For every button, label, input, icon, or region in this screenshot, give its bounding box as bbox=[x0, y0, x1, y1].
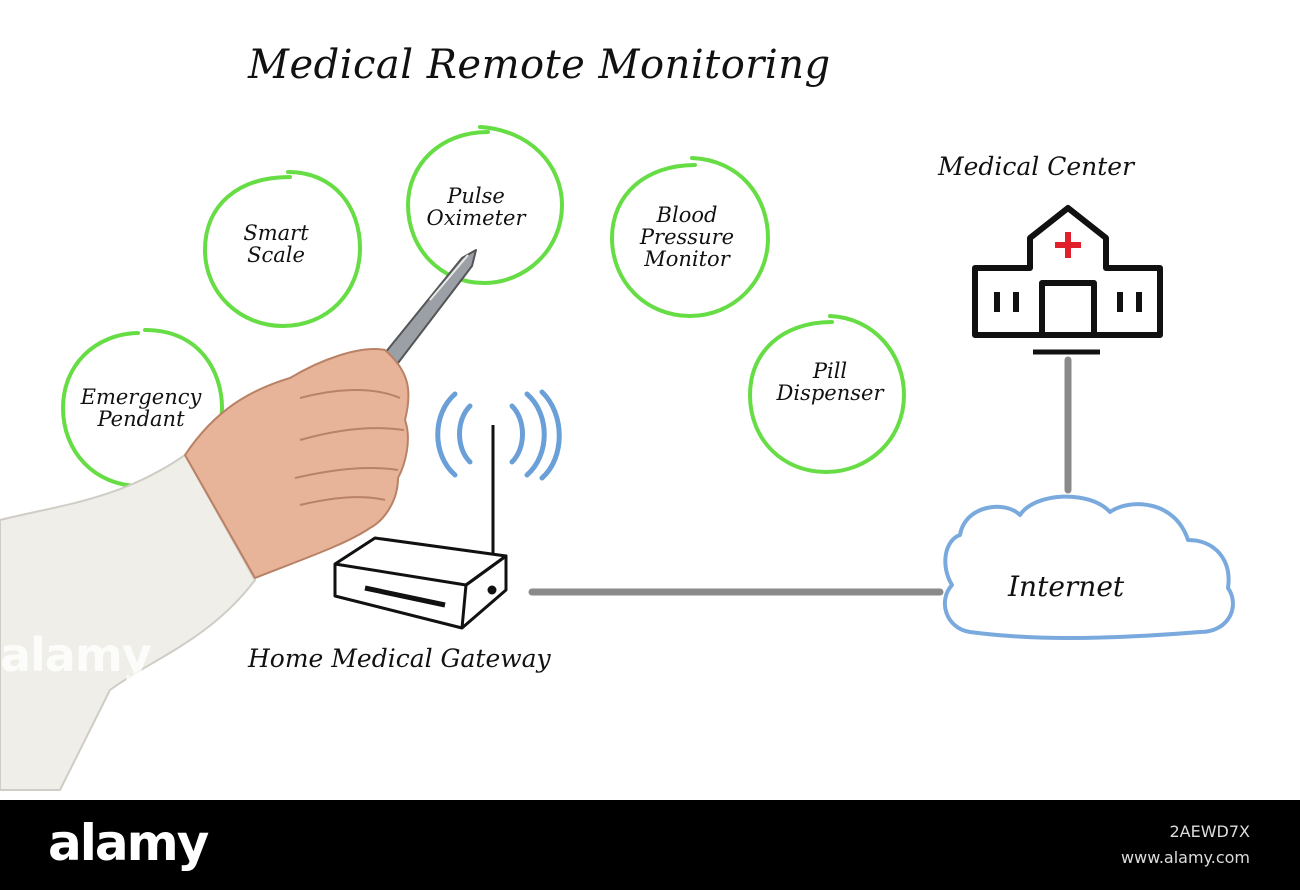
diagram-graphics bbox=[0, 125, 1235, 791]
pill-dispenser-label: Pill Dispenser bbox=[755, 360, 905, 404]
diagram-title: Medical Remote Monitoring bbox=[248, 42, 831, 88]
pulse-oximeter-line2: Oximeter bbox=[426, 206, 526, 231]
router-icon bbox=[333, 425, 508, 630]
device-circles bbox=[60, 125, 907, 489]
footer-logo: alamy bbox=[48, 814, 209, 872]
circle-smart-scale bbox=[202, 170, 363, 329]
watermark: alamy bbox=[0, 628, 152, 682]
smart-scale-label: Smart Scale bbox=[201, 222, 351, 266]
hand bbox=[184, 348, 410, 579]
pill-dispenser-line2: Dispenser bbox=[776, 381, 884, 406]
circle-pill-dispenser bbox=[747, 314, 907, 475]
blood-pressure-line2: Pressure bbox=[639, 225, 735, 250]
footer-url: www.alamy.com bbox=[1121, 848, 1250, 867]
blood-pressure-monitor-label: Blood Pressure Monitor bbox=[612, 204, 762, 270]
whiteboard: Medical Remote Monitoring Emergency Pend… bbox=[0, 42, 1235, 791]
gateway-label: Home Medical Gateway bbox=[248, 644, 551, 673]
pulse-oximeter-line1: Pulse bbox=[447, 184, 505, 208]
emergency-pendant-label: Emergency Pendant bbox=[66, 386, 216, 430]
circle-pulse-oximeter bbox=[405, 125, 565, 286]
blood-pressure-line3: Monitor bbox=[644, 247, 730, 272]
red-cross-icon bbox=[1055, 232, 1081, 258]
smart-scale-line2: Scale bbox=[247, 243, 305, 268]
internet-label: Internet bbox=[1008, 570, 1125, 603]
pill-dispenser-line1: Pill bbox=[812, 359, 848, 383]
cloud-icon bbox=[942, 494, 1235, 640]
circle-blood-pressure-monitor bbox=[609, 156, 771, 319]
wifi-waves bbox=[435, 389, 562, 481]
medical-center-label: Medical Center bbox=[938, 152, 1135, 181]
footer-bar: alamy 2AEWD7X www.alamy.com bbox=[0, 800, 1300, 890]
presenter-hand bbox=[0, 249, 477, 791]
sleeve bbox=[0, 454, 256, 791]
emergency-pendant-line1: Emergency bbox=[80, 385, 202, 409]
emergency-pendant-line2: Pendant bbox=[97, 407, 185, 432]
blood-pressure-line1: Blood bbox=[656, 203, 718, 227]
pulse-oximeter-label: Pulse Oximeter bbox=[401, 185, 551, 229]
smart-scale-line1: Smart bbox=[243, 221, 309, 245]
hospital-icon bbox=[972, 205, 1163, 355]
footer-image-id: 2AEWD7X bbox=[1169, 822, 1250, 841]
